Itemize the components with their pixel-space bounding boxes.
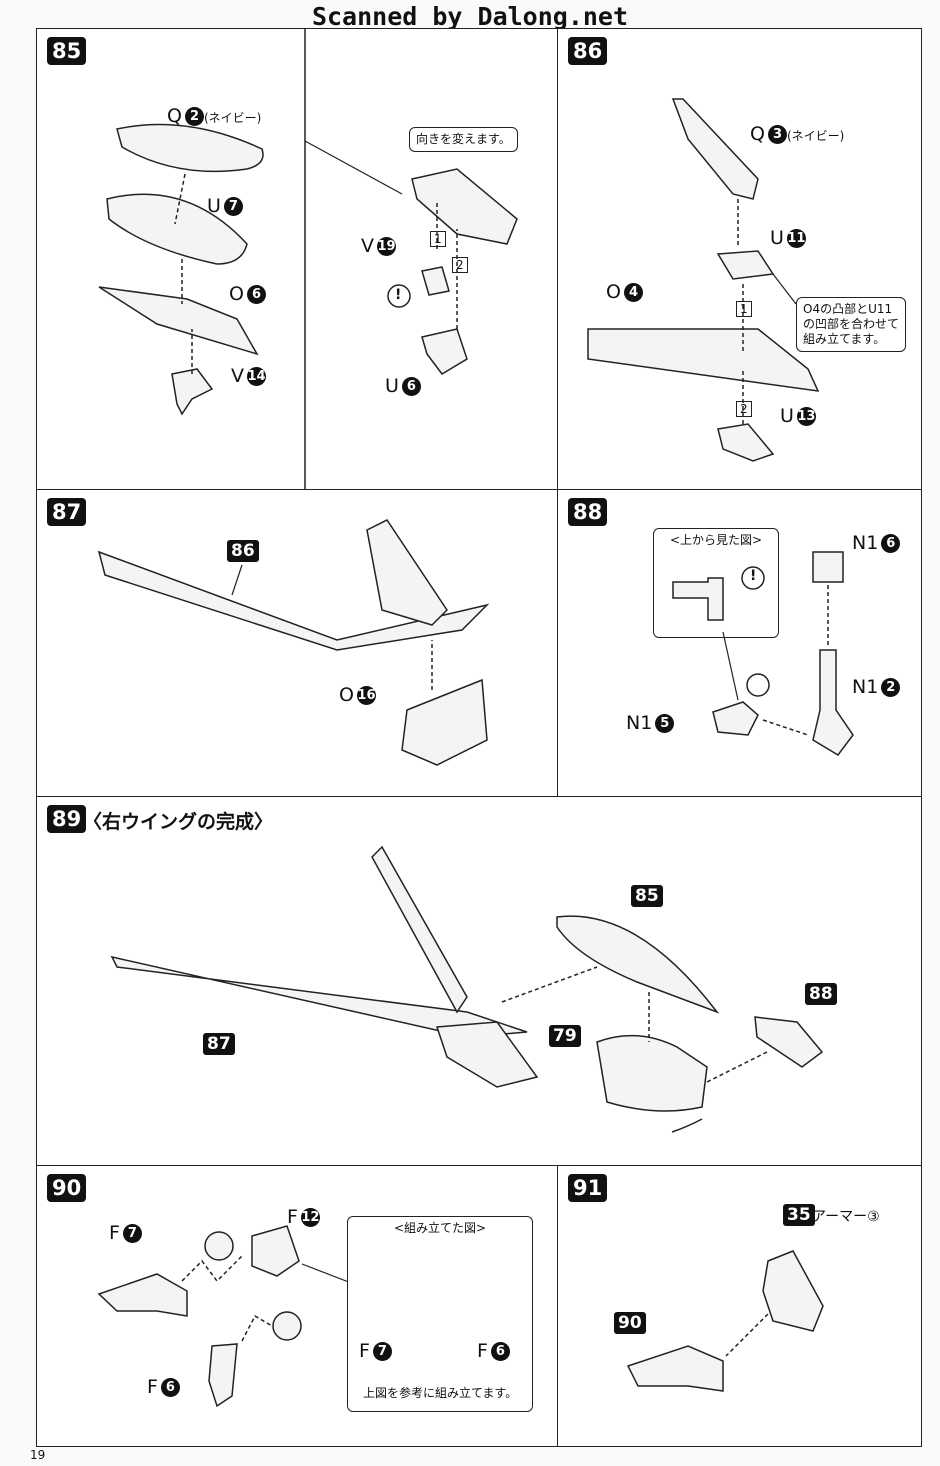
warning-icon: ! [395,287,402,303]
part-wing-86 [97,550,490,651]
ref-88: 88 [805,983,837,1005]
part-armor-35 [762,1250,824,1332]
order-2: 2 [736,401,752,417]
part-n15 [712,701,759,736]
note-align: O4の凸部とU11 の凹部を合わせて 組み立てます。 [796,297,907,352]
part-lower-piece [435,1021,539,1088]
part-o16 [401,678,488,766]
step-91-panel: 91 35 アーマー③ 90 [557,1165,922,1447]
part-right-assembly [411,168,518,245]
ref-86: 86 [227,540,259,562]
part-f7 [97,1273,188,1317]
order-1: 1 [430,231,446,247]
step-number: 87 [47,498,87,526]
step-87-diagram [97,519,490,766]
part-n16 [812,551,844,583]
part-joint-b [272,1311,302,1341]
part-q2 [116,123,264,173]
order-1: 1 [736,301,752,317]
step-number: 89 [47,805,87,833]
callout-rotate: 向きを変えます。 [409,127,518,152]
step-number: 85 [47,37,87,65]
step-number: 91 [568,1174,608,1202]
part-v19 [421,266,450,296]
part-q3 [671,98,759,200]
part-top-view [672,577,724,621]
step-86-diagram [587,98,820,462]
ref-79: 79 [549,1025,581,1047]
ref-90: 90 [614,1312,646,1334]
part-f12 [251,1225,300,1277]
step-91-diagram [626,1250,824,1392]
part-79 [596,1034,708,1112]
part-o6 [98,286,259,356]
part-u13 [717,423,775,462]
step-85-diagram [98,29,518,489]
step-89-diagram [110,845,824,1133]
assembled-view-box: <組み立てた図> [347,1216,533,1412]
step-89-panel: 89 〈右ウイングの完成〉 85 87 88 79 [36,796,922,1166]
step-number: 86 [568,37,608,65]
part-90 [626,1345,724,1392]
part-fin [366,519,448,626]
part-u11 [716,250,775,280]
part-f6 [208,1343,238,1408]
part-fin [371,845,468,1014]
part-o4 [587,328,820,392]
part-88 [754,1016,824,1068]
warning-icon: ! [750,568,757,584]
part-u7 [106,193,248,265]
label-armor: アーマー③ [812,1209,880,1225]
step-number: 90 [47,1174,87,1202]
ref-85: 85 [631,885,663,907]
step-number: 88 [568,498,608,526]
scanner-watermark: Scanned by Dalong.net [0,2,940,33]
step-89-title: 〈右ウイングの完成〉 [83,811,274,833]
page-number: 19 [30,1448,46,1462]
part-85 [556,915,720,1014]
order-2: 2 [452,257,468,273]
part-v14 [171,368,214,416]
step-88-diagram [672,551,854,756]
assembled-caption: 上図を参考に組み立てます。 [363,1386,518,1400]
ref-87: 87 [203,1033,235,1055]
part-joint-a [204,1231,234,1261]
ref-35: 35 [783,1204,815,1226]
part-u6 [421,328,468,375]
part-n12 [812,649,854,756]
